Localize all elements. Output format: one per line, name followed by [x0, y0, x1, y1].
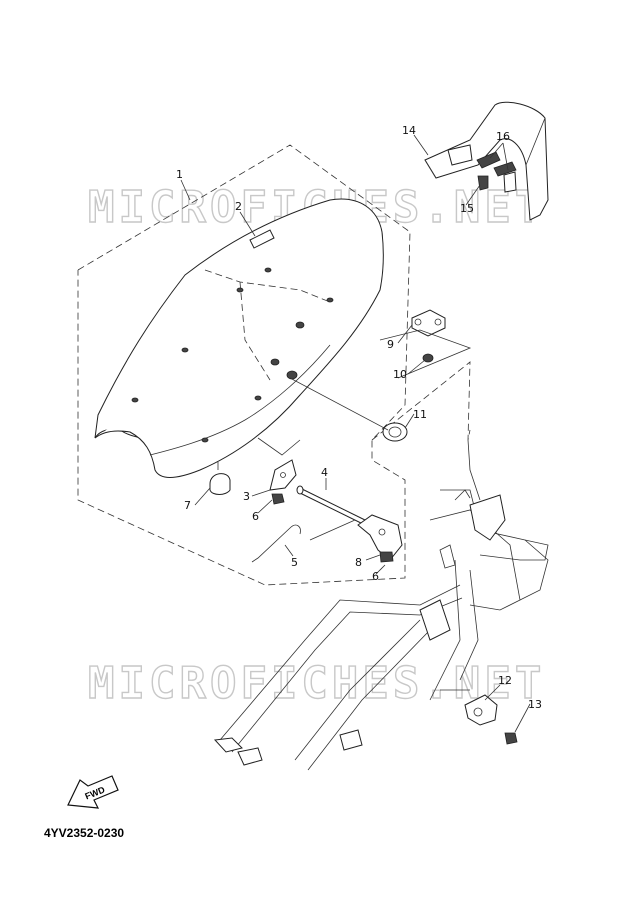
part-12-bracket: [464, 694, 498, 726]
callout-2: 2: [235, 200, 242, 213]
callout-1: 1: [176, 168, 183, 181]
part-6-nut-lower: [379, 551, 394, 563]
part-9-fitting: [379, 309, 472, 379]
callout-4: 4: [321, 466, 328, 479]
part-11-grommet: [289, 377, 408, 442]
callout-12: 12: [498, 674, 512, 687]
part-2-strap: [249, 229, 275, 249]
part-7-damper: [209, 462, 231, 495]
part-4-rod: [296, 485, 366, 541]
callout-11: 11: [413, 408, 427, 421]
part-6-nut-upper: [271, 493, 285, 505]
callout-5: 5: [291, 556, 298, 569]
callout-8: 8: [355, 556, 362, 569]
callout-14: 14: [402, 124, 416, 137]
callout-3: 3: [243, 490, 250, 503]
callout-16: 16: [496, 130, 510, 143]
part-3-bracket: [257, 437, 301, 491]
part-16-pads: [476, 151, 517, 193]
leader-lines: [180, 134, 531, 733]
seat-assembly-boundary: [77, 144, 411, 586]
part-14-grab-bar: [424, 101, 549, 221]
callout-15: 15: [460, 202, 474, 215]
callout-6-lower: 6: [372, 570, 379, 583]
callout-13: 13: [528, 698, 542, 711]
callout-6-upper: 6: [252, 510, 259, 523]
callout-7: 7: [184, 499, 191, 512]
fwd-arrow-icon: FWD: [67, 775, 119, 809]
seat: [94, 198, 384, 478]
part-13-bolt: [504, 732, 518, 745]
callout-10: 10: [393, 368, 407, 381]
part-15-bolt: [477, 175, 489, 191]
part-8-lock-bracket: [357, 514, 403, 561]
frame: [213, 439, 549, 771]
callout-9: 9: [387, 338, 394, 351]
diagram-code: 4YV2352-0230: [44, 826, 124, 840]
part-10-nut: [422, 353, 434, 363]
part-5-spring: [251, 524, 301, 563]
